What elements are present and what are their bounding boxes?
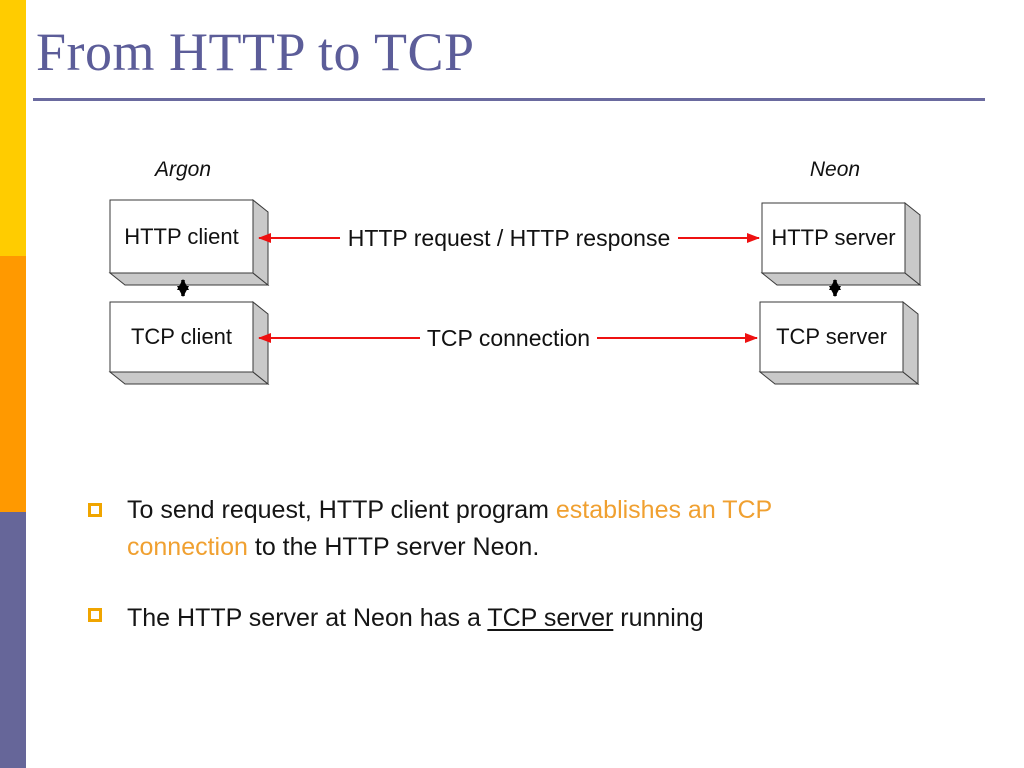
bullet-square-2 (88, 608, 102, 622)
bullet-1: To send request, HTTP client program est… (127, 492, 887, 566)
http-server-box (760, 201, 922, 287)
bullet-1-post: to the HTTP server Neon. (247, 533, 540, 561)
host-label-argon: Argon (154, 158, 212, 181)
tcp-connection-label: TCP connection (420, 325, 597, 351)
slide-title: From HTTP to TCP (36, 22, 475, 82)
tcp-server-label: TCP server (776, 324, 887, 349)
accent-bar-purple (0, 512, 26, 768)
http-client-box (108, 198, 270, 287)
title-underline-rule (33, 98, 985, 101)
host-label-neon: Neon (809, 158, 861, 181)
bullet-1-highlight: establishes an TCP connection (127, 496, 772, 561)
bullet-2-underlined: TCP server (487, 604, 614, 632)
http-server-label: HTTP server (771, 225, 896, 250)
tcp-client-box (108, 300, 270, 386)
bullet-2-post: running (613, 604, 704, 632)
accent-bar-yellow (0, 0, 26, 256)
bullet-1-pre: To send request, HTTP client program (127, 496, 556, 524)
tcp-server-box (758, 300, 920, 386)
accent-bar-orange (0, 256, 26, 512)
bullet-2: The HTTP server at Neon has a TCP server… (127, 600, 887, 637)
http-client-label: HTTP client (124, 223, 239, 249)
bullet-square-1 (88, 503, 102, 517)
bullet-2-pre: The HTTP server at Neon has a (127, 604, 488, 632)
http-connection-label: HTTP request / HTTP response (340, 225, 678, 251)
tcp-client-label: TCP client (130, 324, 233, 349)
